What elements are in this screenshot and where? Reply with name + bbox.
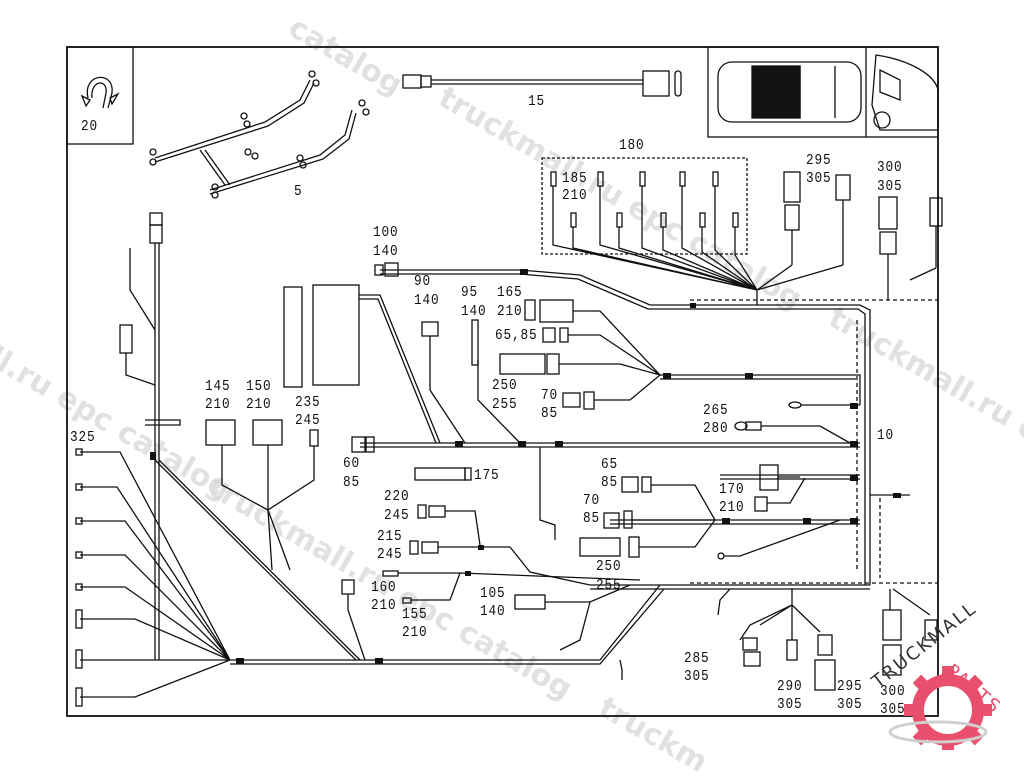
callout-305: 305 xyxy=(806,171,832,187)
callout-250: 250 xyxy=(492,378,518,394)
callout-65: 65 xyxy=(601,457,618,473)
callout-90: 90 xyxy=(414,274,431,290)
callout-210: 210 xyxy=(371,598,397,614)
callout-185: 185 xyxy=(562,171,588,187)
sensor-265-280 xyxy=(735,402,860,443)
callout-295: 295 xyxy=(837,679,863,695)
connectors-145-150-235 xyxy=(206,420,318,570)
callout-140: 140 xyxy=(480,604,506,620)
connector-plug-top xyxy=(757,175,850,290)
callout-220: 220 xyxy=(384,489,410,505)
inset-box-clip xyxy=(67,47,133,144)
callout-170: 170 xyxy=(719,482,745,498)
callout-140: 140 xyxy=(461,304,487,320)
callout-255: 255 xyxy=(596,578,622,594)
callout-295: 295 xyxy=(806,153,832,169)
callout-255: 255 xyxy=(492,397,518,413)
callout-325: 325 xyxy=(70,430,96,446)
callout-305: 305 xyxy=(877,179,903,195)
callout-305: 305 xyxy=(684,669,710,685)
wiring-diagram: catalog truckmall.ru epc catalog ll.ru e… xyxy=(0,0,1024,750)
callout-155: 155 xyxy=(402,607,428,623)
callout-210: 210 xyxy=(719,500,745,516)
vehicle-top-view-icon xyxy=(718,62,861,122)
callout-300: 300 xyxy=(877,160,903,176)
harness-5 xyxy=(150,71,369,198)
central-bus xyxy=(360,375,910,540)
callout-210: 210 xyxy=(246,397,272,413)
callout-245: 245 xyxy=(377,547,403,563)
callout-60: 60 xyxy=(343,456,360,472)
callout-85: 85 xyxy=(583,511,600,527)
callout-180: 180 xyxy=(619,138,645,154)
callout-5: 5 xyxy=(294,184,303,200)
callout-150: 150 xyxy=(246,379,272,395)
connector-cluster-upper xyxy=(500,300,660,409)
callout-10: 10 xyxy=(877,428,894,444)
inset-box-vehicle xyxy=(708,47,938,137)
callout-165: 165 xyxy=(497,285,523,301)
callout-140: 140 xyxy=(373,244,399,260)
left-vertical-harness xyxy=(120,213,360,660)
connector-175 xyxy=(415,468,465,480)
callout-285: 285 xyxy=(684,651,710,667)
sensor-105-140 xyxy=(515,585,630,650)
brand-logo: TRUCKMALL PARTS xyxy=(860,640,1024,750)
callout-140: 140 xyxy=(414,293,440,309)
connector-300-305-top xyxy=(879,197,897,300)
callout-175: 175 xyxy=(474,468,500,484)
callout-235: 235 xyxy=(295,395,321,411)
callout-65-85: 65,85 xyxy=(495,328,538,344)
connectors-325-fan xyxy=(76,449,230,706)
callout-145: 145 xyxy=(205,379,231,395)
callout-210: 210 xyxy=(402,625,428,641)
callout-85: 85 xyxy=(343,475,360,491)
diagram-drawing xyxy=(0,0,1024,750)
callout-305: 305 xyxy=(777,697,803,713)
callout-280: 280 xyxy=(703,421,729,437)
callout-85: 85 xyxy=(601,475,618,491)
clip-icon xyxy=(82,77,118,108)
callout-210: 210 xyxy=(205,397,231,413)
callout-15: 15 xyxy=(528,94,545,110)
callout-70: 70 xyxy=(583,493,600,509)
callout-95: 95 xyxy=(461,285,478,301)
callout-245: 245 xyxy=(295,413,321,429)
callout-70: 70 xyxy=(541,388,558,404)
callout-210: 210 xyxy=(497,304,523,320)
callout-85: 85 xyxy=(541,406,558,422)
vehicle-rear-view-icon xyxy=(872,55,938,130)
callout-265: 265 xyxy=(703,403,729,419)
callout-100: 100 xyxy=(373,225,399,241)
gear-icon xyxy=(860,640,1024,750)
callout-305: 305 xyxy=(837,697,863,713)
callout-20: 20 xyxy=(81,119,98,135)
callout-215: 215 xyxy=(377,529,403,545)
connector-295-305-top xyxy=(757,172,800,290)
callout-290: 290 xyxy=(777,679,803,695)
connector-60-85 xyxy=(352,437,365,452)
callout-160: 160 xyxy=(371,580,397,596)
callout-245: 245 xyxy=(384,508,410,524)
callout-105: 105 xyxy=(480,586,506,602)
callout-250: 250 xyxy=(596,559,622,575)
callout-210: 210 xyxy=(562,188,588,204)
